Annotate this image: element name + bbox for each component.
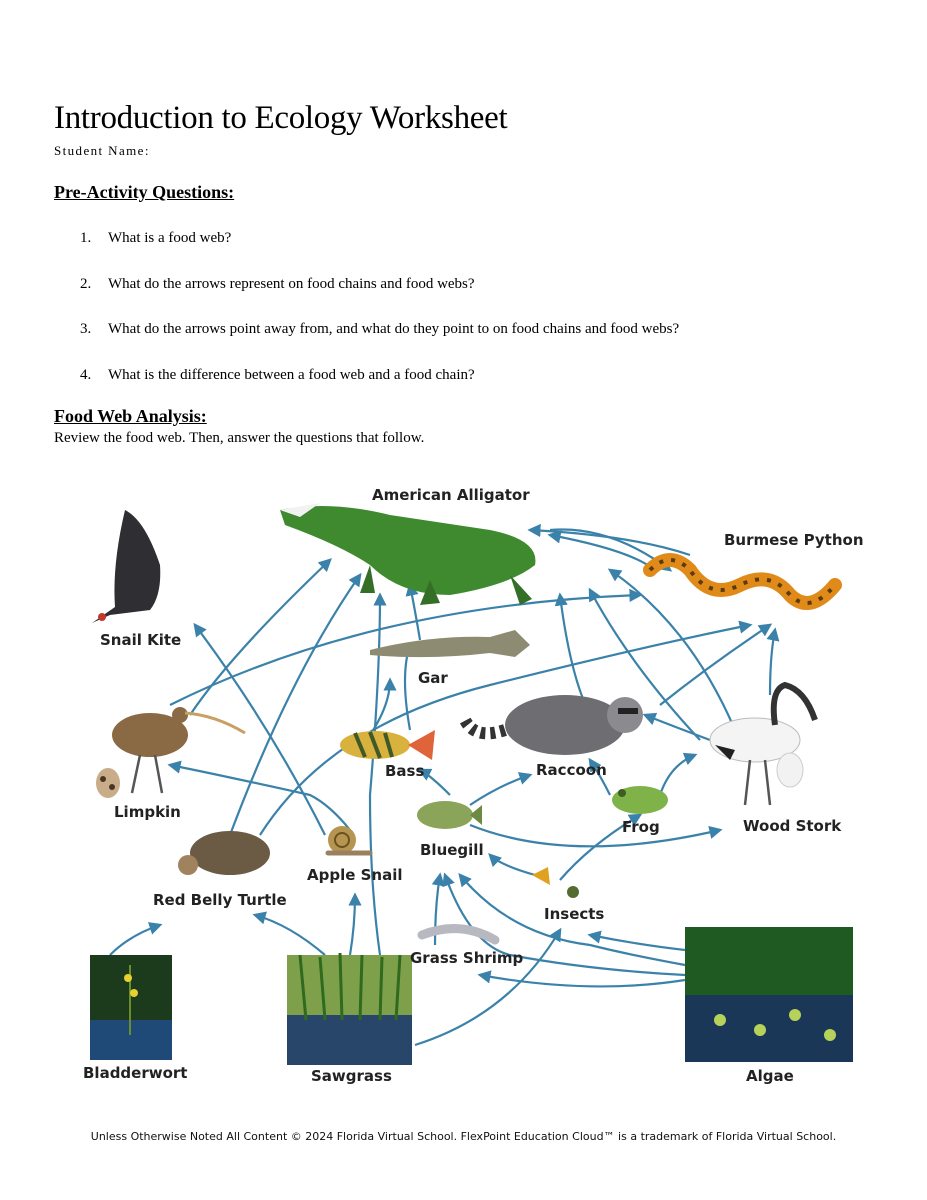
food-web-arrow — [658, 752, 698, 796]
limpkin-icon — [96, 707, 246, 798]
question-text: What is a food web? — [108, 230, 232, 246]
food-web-instructions: Review the food web. Then, answer the qu… — [54, 430, 425, 446]
label-red-belly-turtle: Red Belly Turtle — [153, 891, 287, 909]
bass-icon — [340, 730, 435, 760]
food-web-arrow — [527, 523, 691, 557]
label-frog: Frog — [622, 818, 660, 836]
food-web-arrow — [469, 823, 723, 848]
food-web-arrow — [252, 911, 326, 956]
food-web-arrow — [588, 757, 611, 796]
label-bluegill: Bluegill — [420, 841, 484, 859]
food-web-arrow — [400, 642, 413, 731]
food-web-arrow — [477, 970, 686, 988]
food-web-arrow — [189, 558, 332, 716]
food-web-arrow — [469, 772, 533, 806]
food-web-arrow — [405, 582, 422, 641]
food-web-arrow — [109, 922, 163, 956]
bluegill-icon — [417, 801, 482, 829]
food-web-arrow — [417, 768, 451, 796]
gar-icon — [370, 630, 530, 658]
label-raccoon: Raccoon — [536, 761, 607, 779]
question-item: 2. What do the arrows represent on food c… — [80, 276, 679, 322]
question-item: 1. What is a food web? — [80, 230, 679, 276]
raccoon-icon — [459, 695, 643, 755]
food-web-arrow — [414, 927, 562, 1047]
label-bladderwort: Bladderwort — [83, 1064, 187, 1082]
question-number: 4. — [80, 366, 92, 383]
food-web-arrow — [259, 620, 753, 836]
apple-snail-icon — [325, 826, 373, 856]
food-web-analysis-heading: Food Web Analysis: — [54, 406, 207, 426]
food-web-diagram: American Alligator Burmese Python Snail … — [83, 486, 864, 1085]
worksheet-title: Introduction to Ecology Worksheet — [54, 100, 508, 136]
food-web-arrow — [442, 872, 686, 977]
food-web-arrow — [167, 760, 351, 831]
energy-flow-arrows — [109, 523, 780, 1047]
question-number: 3. — [80, 321, 92, 337]
food-web-arrow — [193, 622, 326, 836]
question-text: What do the arrows point away from, and … — [108, 321, 680, 337]
food-web-arrow — [228, 572, 362, 836]
bladderwort-icon — [90, 955, 172, 1060]
wood-stork-icon — [709, 681, 818, 806]
grass-shrimp-icon — [417, 924, 500, 945]
student-name-label: Student Name: — [54, 143, 150, 158]
label-algae: Algae — [746, 1067, 794, 1085]
food-web-arrow — [587, 930, 686, 952]
snail-kite-icon — [92, 510, 161, 623]
pre-activity-heading: Pre-Activity Questions: — [54, 182, 235, 202]
food-web-arrow — [607, 568, 737, 731]
label-insects: Insects — [544, 905, 604, 923]
food-web-arrow — [488, 853, 536, 877]
food-web-arrow — [588, 587, 701, 741]
question-number: 1. — [80, 230, 92, 246]
label-limpkin: Limpkin — [114, 803, 181, 821]
copyright-footer: Unless Otherwise Noted All Content © 202… — [90, 1130, 837, 1143]
food-web-arrow — [659, 623, 773, 706]
label-wood-stork: Wood Stork — [743, 817, 842, 835]
label-snail-kite: Snail Kite — [100, 631, 181, 649]
question-text: What is the difference between a food we… — [108, 366, 475, 383]
food-web-arrow — [458, 872, 686, 967]
food-web-arrow — [169, 588, 643, 706]
food-web-arrow — [431, 872, 445, 946]
label-apple-snail: Apple Snail — [307, 866, 403, 884]
question-item: 4. What is the difference between a food … — [80, 367, 679, 413]
question-item: 3. What do the arrows point away from, an… — [80, 321, 679, 367]
food-web-arrow — [642, 712, 711, 742]
label-american-alligator: American Alligator — [372, 486, 530, 504]
question-text: What do the arrows represent on food cha… — [108, 275, 475, 292]
frog-icon — [612, 786, 668, 814]
python-icon — [643, 553, 842, 610]
label-burmese-python: Burmese Python — [724, 531, 864, 549]
alligator-icon — [280, 503, 536, 605]
sawgrass-icon — [287, 952, 412, 1065]
food-web-arrow — [348, 892, 362, 956]
insects-icon — [532, 867, 579, 898]
red-belly-turtle-icon — [178, 831, 270, 875]
food-web-arrow — [547, 530, 656, 571]
pre-activity-question-list: 1. What is a food web? 2. What do the arro… — [80, 230, 679, 412]
label-gar: Gar — [418, 669, 448, 687]
label-grass-shrimp: Grass Shrimp — [410, 949, 524, 967]
label-bass: Bass — [385, 762, 424, 780]
question-number: 2. — [80, 275, 92, 292]
food-web-arrow — [766, 627, 780, 696]
label-sawgrass: Sawgrass — [311, 1067, 392, 1085]
food-web-arrow — [368, 592, 387, 956]
algae-icon — [685, 927, 853, 1062]
